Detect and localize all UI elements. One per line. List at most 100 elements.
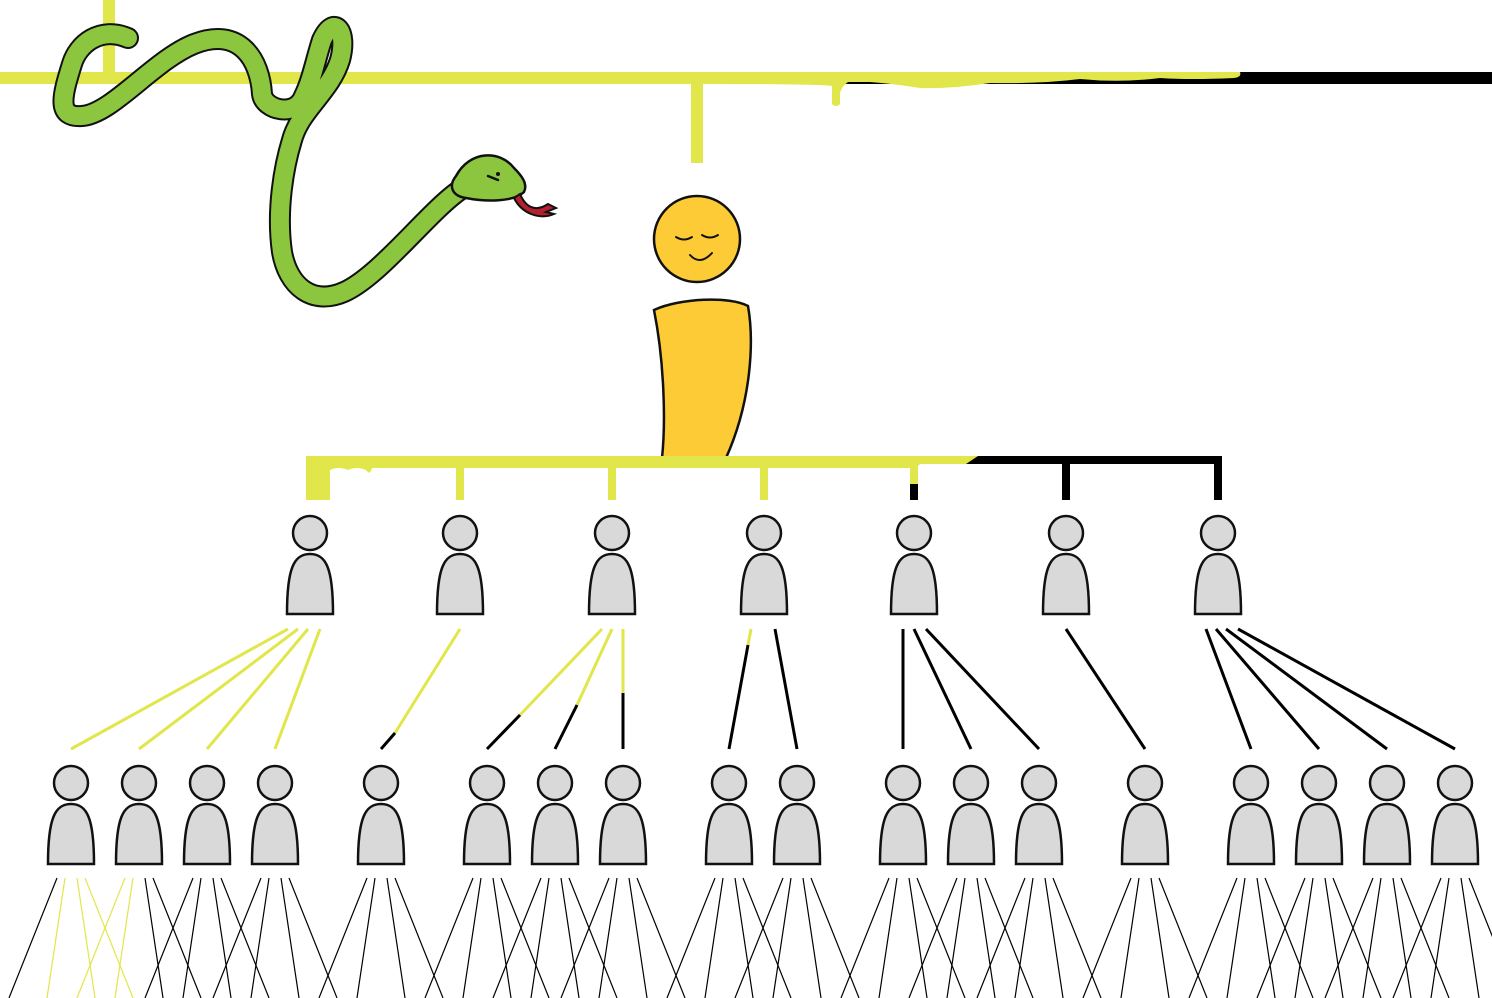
link-2-1a [393, 628, 462, 734]
fan-line [144, 877, 194, 998]
fan-line [666, 877, 716, 998]
fan-line [704, 877, 724, 998]
fan-line [250, 877, 270, 998]
top-bar-slime [0, 72, 1241, 106]
fan-line [8, 877, 58, 998]
link-7-3 [1225, 627, 1388, 751]
snake-icon [52, 15, 559, 308]
snake-head [450, 154, 527, 202]
fan-line [530, 877, 550, 998]
fan-line [1362, 877, 1382, 998]
fan-line [1158, 877, 1208, 998]
fan-lines [8, 877, 1492, 998]
link-4-1b [727, 644, 750, 750]
link-3-2a [575, 628, 614, 706]
level2-person-1 [285, 514, 335, 616]
level3-person-14 [1120, 764, 1170, 866]
fan-line [386, 877, 406, 998]
fan-line [1460, 877, 1480, 998]
fan-line [1324, 877, 1374, 998]
leader-eye-right [701, 234, 719, 239]
level3-person-13 [1014, 764, 1064, 866]
link-3-1a [518, 627, 604, 717]
fan-line [46, 877, 66, 998]
fan-line [1392, 877, 1412, 998]
fan-line [1188, 877, 1238, 998]
fan-line [908, 877, 958, 998]
link-3-1b [485, 713, 522, 751]
leader-connector [691, 84, 703, 163]
level3-person-2 [114, 764, 164, 866]
fan-line [560, 877, 580, 998]
fan-line [500, 877, 550, 998]
level2-person-5 [889, 514, 939, 616]
level3-person-12 [946, 764, 996, 866]
link-7-1 [1204, 628, 1253, 750]
level3-person-10 [772, 764, 822, 866]
leader-smile [689, 252, 713, 261]
fan-line [568, 877, 618, 998]
level3-person-4 [250, 764, 300, 866]
level3-person-16 [1294, 764, 1344, 866]
fan-line [734, 877, 784, 998]
level3-person-5 [356, 764, 406, 866]
fan-line [1332, 877, 1382, 998]
fan-line [492, 877, 542, 998]
link-5-3 [924, 627, 1041, 751]
level3-person-3 [182, 764, 232, 866]
level2-person-3 [587, 514, 637, 616]
fan-line [84, 877, 134, 998]
link-5-2 [912, 628, 973, 750]
fan-line [1256, 877, 1276, 998]
fan-line [1052, 877, 1102, 998]
recruit-links [70, 627, 1456, 751]
level3-person-6 [462, 764, 512, 866]
top-bar [0, 0, 1492, 163]
fan-line [280, 877, 300, 998]
fan-line [492, 877, 512, 998]
fan-line [114, 877, 134, 998]
fan-line [1392, 877, 1442, 998]
link-7-2 [1214, 628, 1321, 750]
leader-icon [652, 194, 753, 460]
fan-line [356, 877, 376, 998]
fan-line [76, 877, 126, 998]
link-1-3 [205, 628, 310, 750]
level2-person-7 [1193, 514, 1243, 616]
fan-line [946, 877, 966, 998]
fan-line [220, 877, 270, 998]
level2-person-2 [435, 514, 485, 616]
fan-line [628, 877, 648, 998]
leader-body [652, 298, 753, 460]
people-layer [46, 514, 1480, 866]
fan-line [288, 877, 338, 998]
fan-line [318, 877, 368, 998]
fan-line [1256, 877, 1306, 998]
fan-line [878, 877, 898, 998]
link-7-4 [1237, 627, 1456, 751]
fan-line [1082, 877, 1132, 998]
fan-line [212, 877, 262, 998]
fan-line [152, 877, 202, 998]
fan-line [144, 877, 164, 998]
fan-line [1150, 877, 1170, 998]
level3-person-18 [1430, 764, 1480, 866]
level3-person-17 [1362, 764, 1412, 866]
link-2-1b [379, 732, 397, 750]
level3-person-9 [704, 764, 754, 866]
fan-line [802, 877, 822, 998]
fan-line [976, 877, 996, 998]
level2-person-6 [1041, 514, 1091, 616]
link-4-1a [746, 628, 753, 646]
fan-line [1430, 877, 1450, 998]
fan-line [1400, 877, 1450, 998]
fan-line [976, 877, 1026, 998]
link-1-1 [70, 627, 289, 751]
snake-eye [486, 174, 500, 182]
fan-line [1226, 877, 1246, 998]
fan-line [424, 877, 474, 998]
fan-line [560, 877, 610, 998]
snake-nostril [496, 172, 500, 176]
link-6-1 [1064, 628, 1147, 750]
